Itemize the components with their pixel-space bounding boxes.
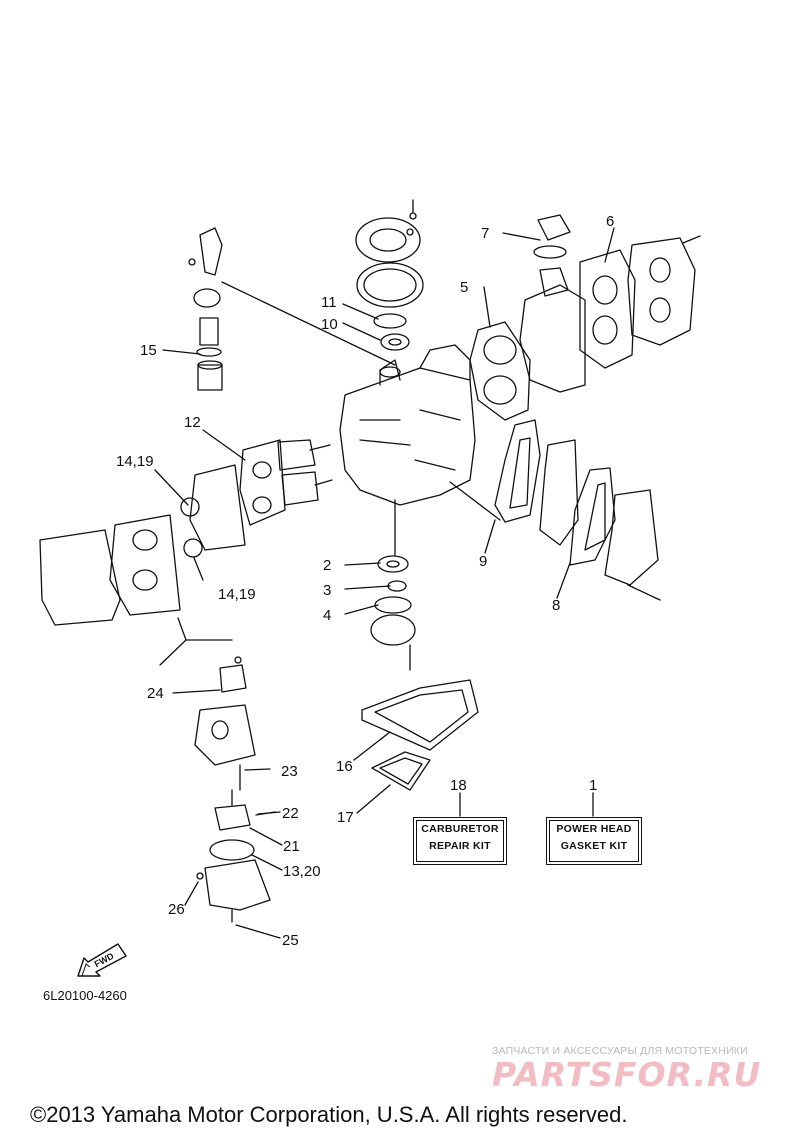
callout-25: 25: [282, 932, 299, 949]
o-ring-11: [373, 313, 407, 329]
carburetor-exploded: [194, 656, 256, 806]
watermark-tagline: ЗАПЧАСТИ И АКСЕССУАРЫ ДЛЯ МОТОТЕХНИКИ: [492, 1045, 748, 1057]
callout-2: 2: [323, 557, 331, 574]
callout-7: 7: [481, 225, 489, 242]
callout-1: 1: [589, 777, 597, 794]
callout-16: 16: [336, 758, 353, 775]
silencer-cover: [39, 529, 121, 626]
callout-17: 17: [337, 809, 354, 826]
watermark-logo-text: PARTSFOR.RU: [492, 1055, 761, 1094]
carburetor-repair-kit-label: CARBURETOR REPAIR KIT: [413, 817, 507, 865]
oil-seal-2: [377, 555, 409, 573]
callout-15: 15: [140, 342, 157, 359]
callout-11: 11: [321, 294, 337, 311]
callout-21: 21: [283, 838, 300, 855]
fuel-pump-leader: [221, 281, 396, 366]
top-gasket: [356, 262, 424, 308]
diagram-code: 6L20100-4260: [43, 988, 127, 1003]
intake-seal-ring-lower: [183, 538, 203, 558]
power-head-kit-line2: GASKET KIT: [560, 840, 628, 852]
base-gasket-16: [361, 679, 479, 751]
callout-14-19-lower: 14,19: [218, 586, 256, 603]
callout-23: 23: [281, 763, 298, 780]
float-chamber: [196, 859, 271, 923]
cylinder-head: [519, 267, 586, 393]
callout-18: 18: [450, 777, 467, 794]
float-21: [214, 804, 276, 831]
callout-26: 26: [168, 901, 185, 918]
callout-14-19-upper: 14,19: [116, 453, 154, 470]
exhaust-outer-cover: [604, 489, 661, 601]
intake-seal-ring-upper: [180, 497, 200, 517]
carburetor-kit-line1: CARBURETOR: [421, 823, 499, 835]
callout-leaders: [154, 227, 615, 939]
carburetor-body-left: [109, 514, 181, 616]
callout-10: 10: [321, 316, 338, 333]
carburetor-kit-line2: REPAIR KIT: [429, 840, 491, 852]
top-cover-plate: [355, 199, 421, 263]
exhaust-gasket-9: [494, 419, 541, 523]
base-gasket-17: [371, 751, 431, 791]
power-head-gasket-kit-label: POWER HEAD GASKET KIT: [546, 817, 642, 865]
callout-24: 24: [147, 685, 164, 702]
thermostat-gasket-7: [533, 214, 571, 259]
callout-22: 22: [282, 805, 299, 822]
o-ring-4: [374, 596, 412, 614]
callout-5: 5: [460, 279, 468, 296]
callout-12: 12: [184, 414, 201, 431]
bottom-housing: [370, 614, 416, 671]
callout-6: 6: [606, 213, 614, 230]
oil-seal-10: [380, 333, 410, 351]
oil-seal-3: [387, 580, 407, 592]
power-head-kit-line1: POWER HEAD: [556, 823, 632, 835]
kit-bracket-24: [159, 617, 233, 666]
callout-8: 8: [552, 597, 560, 614]
copyright-notice: ©2013 Yamaha Motor Corporation, U.S.A. A…: [30, 1102, 628, 1127]
block-to-exhaust-leader: [449, 481, 501, 521]
forward-arrow-icon: FWD: [77, 943, 127, 977]
watermark-logo: PARTSFOR.RU: [492, 1055, 761, 1094]
head-cover: [627, 235, 701, 346]
float-chamber-gasket: [209, 839, 255, 861]
intake-manifold: [189, 464, 246, 551]
crankcase-block: [339, 344, 476, 506]
exhaust-outer-gasket-8: [569, 467, 616, 566]
head-gasket-5: [469, 321, 531, 421]
callout-9: 9: [479, 553, 487, 570]
callout-4: 4: [323, 607, 331, 624]
callout-13-20: 13,20: [283, 863, 321, 880]
head-cover-gasket-6: [579, 249, 636, 369]
fuel-pump-assembly: [188, 227, 223, 391]
exhaust-inner-cover: [539, 439, 579, 546]
reed-valve-block: [277, 439, 333, 506]
intake-gasket-12: [239, 439, 286, 526]
callout-3: 3: [323, 582, 331, 599]
